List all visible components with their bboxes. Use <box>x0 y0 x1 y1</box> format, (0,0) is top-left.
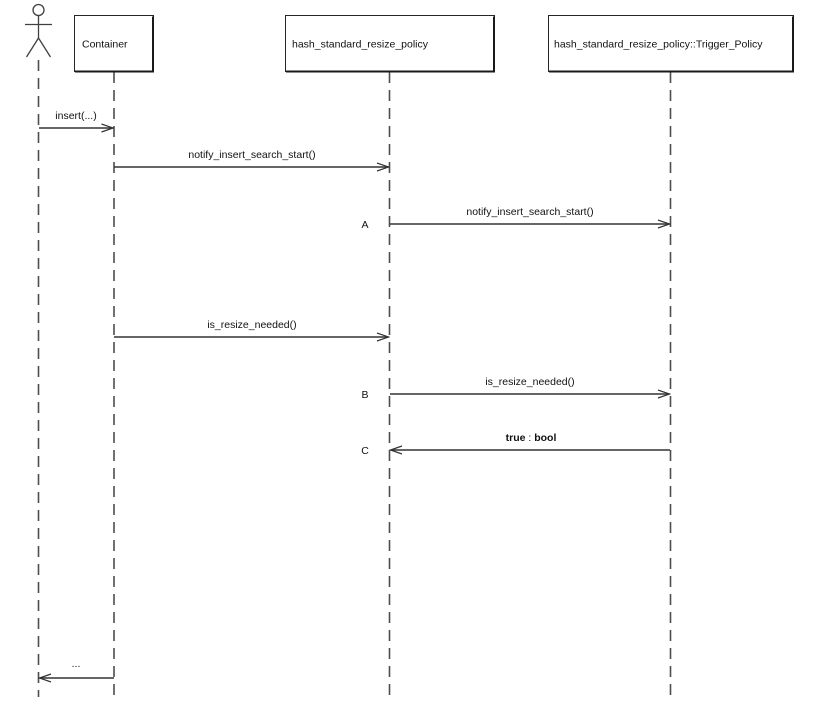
participant-label-container: Container <box>82 39 128 51</box>
message-label: insert(...) <box>55 110 96 122</box>
message-is-resize-needed-1: is_resize_needed() <box>114 319 389 337</box>
message-ellipsis-return: ... <box>40 658 114 678</box>
participant-box <box>74 15 154 72</box>
participant-box-trigger-policy: hash_standard_resize_policy::Trigger_Pol… <box>548 15 794 73</box>
participant-box-container: Container <box>74 15 154 73</box>
message-label: is_resize_needed() <box>485 376 574 388</box>
participant-box-resize-policy: hash_standard_resize_policy <box>285 15 495 73</box>
message-marker-c: C <box>361 445 369 457</box>
actor-right-leg <box>37 37 52 58</box>
return-value-text: true <box>506 432 526 444</box>
participant-box <box>285 15 495 72</box>
message-marker-a: A <box>361 219 368 231</box>
participant-box-shadow-edge <box>286 16 495 73</box>
participant-box-shadow-edge <box>75 16 154 73</box>
message-label: ... <box>72 658 81 670</box>
message-label: true : bool <box>506 432 557 444</box>
actor-figure <box>25 3 52 58</box>
message-is-resize-needed-2: B is_resize_needed() <box>361 376 669 401</box>
actor-left-leg <box>25 37 40 58</box>
message-label: notify_insert_search_start() <box>188 149 315 161</box>
participant-box-shadow-edge <box>549 16 794 73</box>
return-type-text: bool <box>534 432 556 444</box>
participant-label-trigger-policy: hash_standard_resize_policy::Trigger_Pol… <box>554 39 763 51</box>
message-label: is_resize_needed() <box>207 319 296 331</box>
message-marker-b: B <box>361 389 368 401</box>
participant-label-resize-policy: hash_standard_resize_policy <box>292 39 429 51</box>
message-notify-insert-search-start-1: notify_insert_search_start() <box>114 149 389 167</box>
message-notify-insert-search-start-2: A notify_insert_search_start() <box>361 206 669 231</box>
message-insert: insert(...) <box>39 110 113 128</box>
message-return-true-bool: C true : bool <box>361 432 670 457</box>
message-label: notify_insert_search_start() <box>466 206 593 218</box>
actor-head <box>32 3 45 17</box>
return-separator-text: : <box>525 432 534 444</box>
